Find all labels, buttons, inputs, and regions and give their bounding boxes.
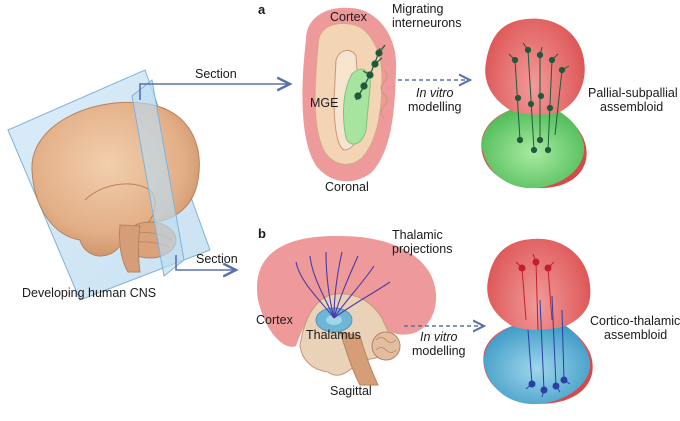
panel-a-migrating-label-2: interneurons (392, 16, 462, 30)
panel-b-modelling-label: modelling (412, 344, 466, 358)
panel-b-assembloid-label-1: Cortico-thalamic (590, 314, 680, 328)
panel-b-cortex-label: Cortex (256, 313, 293, 327)
thalamic-projections (295, 251, 391, 319)
cns-illustration (7, 69, 211, 301)
panel-a-coronal-label: Coronal (325, 180, 369, 194)
panel-a-assembloid-label-2: assembloid (600, 100, 664, 114)
panel-b-projections-label-2: projections (392, 242, 453, 256)
panel-b-section-label: Section (196, 252, 238, 266)
migrating-interneurons (354, 44, 386, 101)
panel-b-letter: b (258, 226, 266, 241)
section-arrow-a (139, 84, 290, 100)
panel-a-cortex-label: Cortex (330, 10, 367, 24)
panel-b-thalamus-label: Thalamus (306, 328, 361, 342)
panel-a-modelling-label: modelling (408, 100, 462, 114)
panel-b-sagittal-label: Sagittal (330, 384, 372, 398)
panel-b-assembloid-label-2: assembloid (604, 328, 668, 342)
panel-a-assembloid-label-1: Pallial-subpallial (588, 86, 678, 100)
coronal-section (302, 7, 397, 182)
cns-label: Developing human CNS (22, 286, 157, 300)
section-arrow-b (175, 255, 236, 270)
cortex-region-b (256, 235, 437, 347)
pallial-subpallial-assembloid (481, 18, 587, 189)
panel-a-mge-label: MGE (310, 96, 339, 110)
panel-a-letter: a (258, 2, 266, 17)
panel-b-invitro-label: In vitro (420, 330, 458, 344)
panel-a-migrating-label-1: Migrating (392, 2, 444, 16)
sagittal-section (256, 235, 437, 386)
cortico-thalamic-assembloid (483, 238, 593, 405)
panel-a-section-label: Section (195, 67, 237, 81)
panel-a-invitro-label: In vitro (416, 86, 454, 100)
brainstem-shape (119, 224, 141, 273)
sagittal-section-plane (131, 79, 185, 277)
panel-b-projections-label-1: Thalamic (392, 228, 443, 242)
